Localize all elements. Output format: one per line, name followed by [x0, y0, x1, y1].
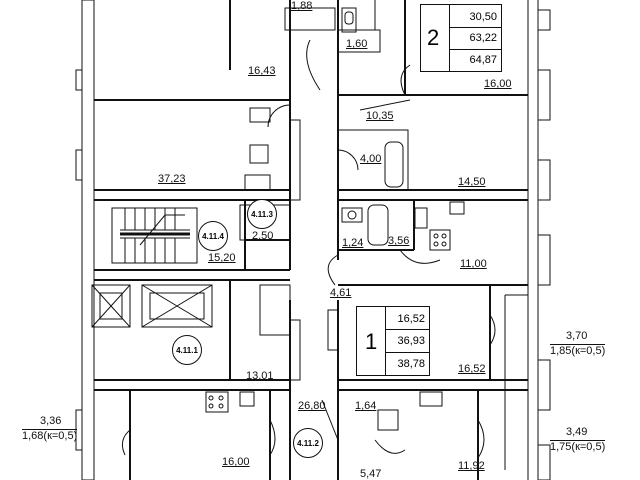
room-area-label: 10,35 — [366, 110, 394, 122]
room-area-label: 16,43 — [248, 65, 276, 77]
room-area-label: 13,01 — [246, 370, 274, 382]
balcony-reduced-area: 1,85(к=0,5) — [550, 344, 606, 357]
room-area-label: 1,64 — [355, 400, 377, 412]
balcony-reduced-area: 1,75(к=0,5) — [550, 440, 606, 453]
left-exterior-wall — [75, 0, 95, 480]
apartment-number: 2 — [427, 25, 440, 50]
balcony-area: 3,36 — [40, 415, 62, 427]
apartment-1-summary: 1 16,52 36,93 38,78 — [356, 306, 430, 376]
room-tag: 4.11.2 — [293, 428, 323, 458]
room-area-label: 4,00 — [360, 153, 382, 165]
room-area-label: 5,47 — [360, 468, 382, 480]
living-area: 16,52 — [397, 313, 425, 325]
room-area-label: 37,23 — [158, 173, 186, 185]
apartment-number: 1 — [365, 329, 378, 354]
room-tag: 4.11.3 — [247, 199, 277, 229]
room-area-label: 4,61 — [330, 287, 352, 299]
room-area-label: 1,88 — [291, 0, 313, 12]
room-area-label: 16,00 — [484, 78, 512, 90]
apartment-2-summary: 2 30,50 63,22 64,87 — [420, 4, 502, 72]
room-area-label: 16,52 — [458, 363, 486, 375]
balcony-reduced-area: 1,68(к=0,5) — [22, 429, 78, 442]
room-tag: 4.11.4 — [198, 221, 228, 251]
total-area: 64,87 — [469, 54, 497, 66]
room-area-label: 11,92 — [458, 460, 485, 472]
balcony-area: 3,49 — [566, 426, 588, 438]
living-area: 30,50 — [469, 11, 497, 23]
room-area-label: 1,24 — [342, 237, 364, 249]
room-area-label: 1,60 — [346, 38, 368, 50]
room-area-label: 26,80 — [298, 400, 326, 412]
room-area-label: 15,20 — [208, 252, 236, 264]
balcony-area: 3,70 — [566, 330, 588, 342]
elevator-shafts — [91, 284, 213, 328]
room-area-label: 3,56 — [388, 235, 410, 247]
apartment-area: 63,22 — [469, 32, 497, 44]
room-area-label: 11,00 — [460, 258, 487, 270]
fixtures — [205, 7, 465, 431]
doors — [121, 39, 496, 459]
room-tag: 4.11.1 — [172, 335, 202, 365]
room-area-label: 14,50 — [458, 176, 486, 188]
room-area-label: 2,50 — [252, 230, 274, 242]
right-exterior-wall — [504, 0, 551, 480]
total-area: 38,78 — [397, 358, 425, 370]
top-small-rooms — [284, 0, 411, 191]
staircase — [111, 207, 198, 264]
apartment-area: 36,93 — [397, 335, 425, 347]
room-area-label: 16,00 — [222, 456, 250, 468]
